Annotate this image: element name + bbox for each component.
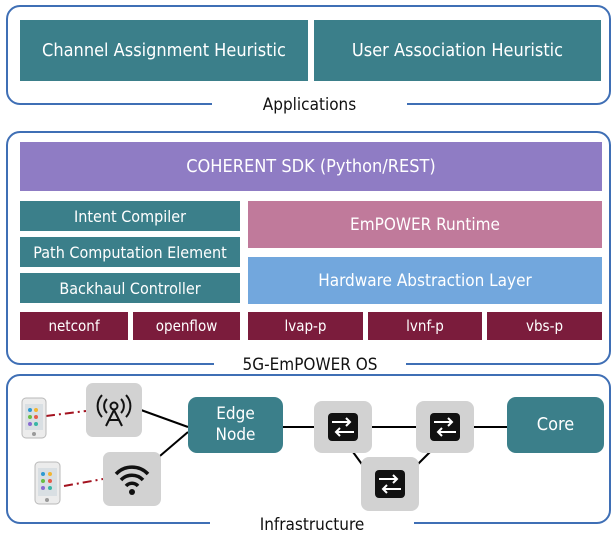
- lvap-p-box: lvap-p: [248, 312, 363, 340]
- wireless-links: [45, 410, 104, 487]
- smartphone-icon: [21, 397, 47, 439]
- backhaul-controller-box: Backhaul Controller: [20, 273, 240, 303]
- intent-compiler-box: Intent Compiler: [20, 201, 240, 231]
- edge-node-label-line1: Edge: [216, 404, 255, 424]
- channel-assignment-box: Channel Assignment Heuristic: [20, 20, 308, 81]
- openflow-box: openflow: [133, 312, 240, 340]
- switch-icon: [314, 401, 372, 453]
- smartphone-icon: [34, 461, 61, 505]
- coherent-sdk-box: COHERENT SDK (Python/REST): [20, 142, 602, 191]
- os-label: 5G-EmPOWER OS: [214, 354, 406, 376]
- user-association-box: User Association Heuristic: [314, 20, 601, 81]
- core-label: Core: [536, 414, 575, 435]
- switch-icon: [416, 401, 474, 453]
- hal-box: Hardware Abstraction Layer: [248, 257, 602, 304]
- edge-node-box: [188, 397, 283, 453]
- vbs-p-box: vbs-p: [487, 312, 602, 340]
- edge-node-label-line2: Node: [215, 425, 256, 445]
- switch-icon: [361, 457, 419, 511]
- empower-runtime-box: EmPOWER Runtime: [248, 201, 602, 248]
- core-box: [507, 397, 604, 453]
- lvnf-p-box: lvnf-p: [368, 312, 482, 340]
- lte-antenna-icon: [86, 383, 142, 437]
- wifi-icon: [103, 452, 161, 506]
- infrastructure-label: Infrastructure: [210, 514, 414, 536]
- netconf-box: netconf: [20, 312, 128, 340]
- path-computation-box: Path Computation Element: [20, 237, 240, 267]
- applications-label: Applications: [212, 94, 407, 116]
- edge-node-label: Edge Node: [188, 404, 283, 446]
